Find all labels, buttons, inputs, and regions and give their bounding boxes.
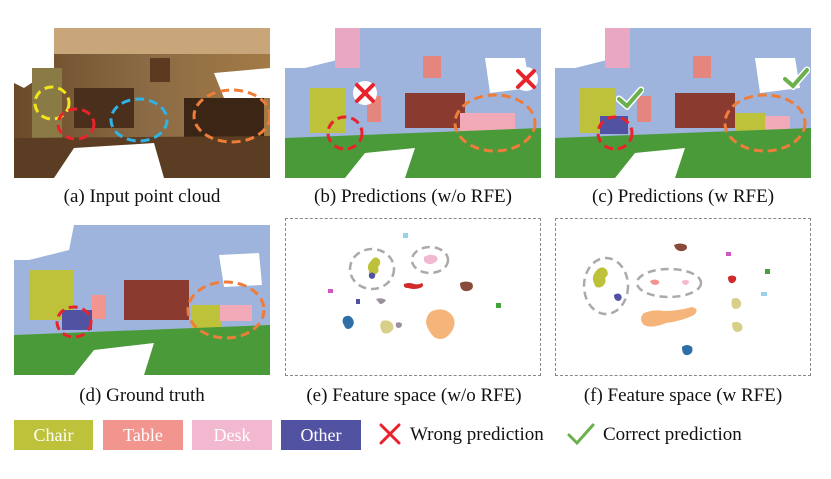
cluster-blue [682,345,693,356]
panel-feature-space-with-rfe [555,218,811,376]
panel-predictions-without-rfe [285,28,541,178]
cluster-orange [426,309,455,339]
cluster-misc [380,320,394,334]
cluster-brown [674,243,687,252]
cluster-chair [592,267,608,288]
caption-d: (d) Ground truth [79,385,205,406]
correct-mark-icon [782,66,810,90]
cluster-misc [328,289,333,293]
cluster-misc [496,303,501,308]
wrong-mark-icon [514,67,538,91]
panel-predictions-with-rfe [555,28,811,178]
cluster-misc [403,233,408,238]
cluster-brown [460,281,473,292]
legend-correct-prediction: Correct prediction [603,424,742,445]
cluster-table [403,283,424,289]
cluster-other [356,299,360,304]
caption-c: (c) Predictions (w RFE) [591,186,775,207]
cluster-red [728,275,737,284]
cluster-misc [395,322,402,328]
wrong-mark-icon [353,81,377,105]
correct-prediction-icon [567,423,595,446]
cluster-misc [761,292,767,296]
cluster-table [650,279,660,285]
cluster-orange [641,307,697,327]
caption-b: (b) Predictions (w/o RFE) [314,186,512,207]
legend-wrong-prediction: Wrong prediction [410,424,544,445]
cluster-misc [765,269,770,274]
cluster-blue [342,315,354,329]
caption-a: (a) Input point cloud [63,186,221,207]
cluster-misc [376,298,386,304]
cluster-chair [367,257,381,276]
wrong-prediction-icon [379,423,401,445]
caption-e: (e) Feature space (w/o RFE) [306,385,522,406]
legend-desk: Desk [192,420,272,450]
legend-table: Table [103,420,183,450]
cluster-misc [731,298,742,309]
cluster-desk [424,254,438,265]
panel-input-point-cloud [14,28,270,178]
caption-f: (f) Feature space (w RFE) [583,385,783,406]
panel-feature-space-without-rfe [285,218,541,376]
legend-chair: Chair [14,420,93,450]
cluster-desk [682,280,689,285]
cluster-other [614,293,622,301]
cluster-misc [732,321,743,332]
panel-ground-truth [14,225,270,375]
legend-other: Other [281,420,361,450]
correct-mark-icon [616,86,644,110]
cluster-other [368,272,376,279]
cluster-misc [726,252,731,256]
